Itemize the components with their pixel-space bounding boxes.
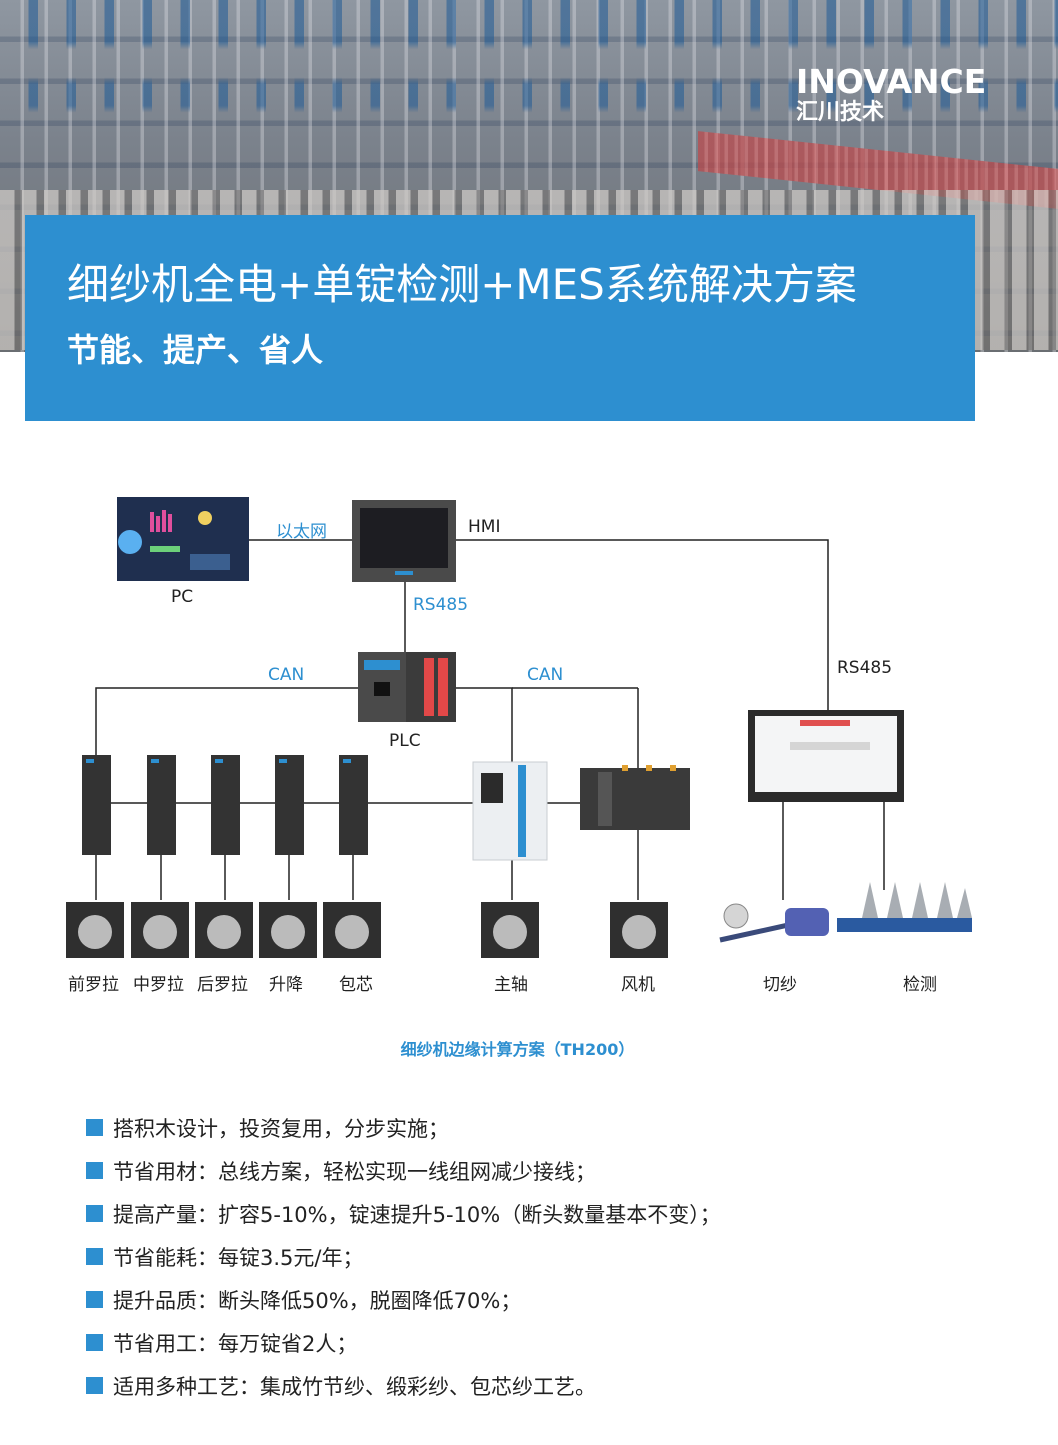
- rs485-right-label: RS485: [837, 658, 893, 678]
- detection-hmi-icon: [748, 710, 904, 802]
- yarn-cutter-icon: [719, 903, 829, 943]
- motor-label: 包芯: [339, 975, 373, 995]
- hmi-label: HMI: [468, 517, 501, 537]
- can-left-label: CAN: [268, 665, 305, 685]
- detection-sensor-icon: [837, 882, 972, 932]
- motor-label: 后罗拉: [197, 975, 248, 995]
- cut-label: 切纱: [763, 975, 797, 995]
- rs485-top-label: RS485: [413, 595, 469, 615]
- brand-name-en: INOVANCE: [796, 62, 987, 101]
- list-item: 搭积木设计，投资复用，分步实施；: [86, 1114, 721, 1157]
- title-banner: 细纱机全电+单锭检测+MES系统解决方案 节能、提产、省人: [25, 215, 975, 421]
- ethernet-label: 以太网: [276, 522, 327, 542]
- list-item: 适用多种工艺：集成竹节纱、缎彩纱、包芯纱工艺。: [86, 1372, 721, 1415]
- inverter-icon: [472, 761, 548, 861]
- bullet-square-icon: [86, 1118, 103, 1136]
- page-subtitle: 节能、提产、省人: [67, 331, 324, 369]
- bullet-square-icon: [86, 1204, 103, 1222]
- pc-label: PC: [171, 587, 194, 607]
- motor-label: 升降: [269, 975, 303, 995]
- diagram-caption: 细纱机边缘计算方案（TH200）: [400, 1040, 635, 1059]
- spindle-label: 主轴: [494, 975, 528, 995]
- pc-monitor-icon: [117, 497, 249, 581]
- brand-logo: INOVANCE 汇川技术: [796, 64, 986, 126]
- can-right-label: CAN: [527, 665, 564, 685]
- feature-list: 搭积木设计，投资复用，分步实施； 节省用材：总线方案，轻松实现一线组网减少接线；…: [86, 1114, 721, 1415]
- bullet-square-icon: [86, 1290, 103, 1308]
- list-item: 节省用工：每万锭省2人；: [86, 1329, 721, 1372]
- motor-icons: [66, 902, 668, 958]
- motor-label: 中罗拉: [133, 975, 184, 995]
- detect-label: 检测: [903, 975, 937, 995]
- list-item: 提升品质：断头降低50%，脱圈降低70%；: [86, 1286, 721, 1329]
- page-title: 细纱机全电+单锭检测+MES系统解决方案: [67, 260, 857, 309]
- io-module-icon: [580, 765, 690, 830]
- list-item: 节省用材：总线方案，轻松实现一线组网减少接线；: [86, 1157, 721, 1200]
- plc-icon: [358, 652, 456, 722]
- motor-label: 前罗拉: [68, 975, 119, 995]
- bullet-square-icon: [86, 1161, 103, 1179]
- diagram-lines: [66, 497, 972, 958]
- list-item: 节省能耗：每锭3.5元/年；: [86, 1243, 721, 1286]
- hmi-icon: [352, 500, 456, 582]
- system-diagram: PC 以太网 HMI RS485 RS485 CAN CAN PLC 前罗拉 中…: [0, 470, 1058, 1030]
- plc-label: PLC: [389, 731, 421, 751]
- fan-label: 风机: [621, 975, 655, 995]
- brand-name-cn: 汇川技术: [796, 100, 885, 125]
- bullet-square-icon: [86, 1333, 103, 1351]
- bullet-square-icon: [86, 1376, 103, 1394]
- bullet-square-icon: [86, 1247, 103, 1265]
- list-item: 提高产量：扩容5-10%，锭速提升5-10%（断头数量基本不变）；: [86, 1200, 721, 1243]
